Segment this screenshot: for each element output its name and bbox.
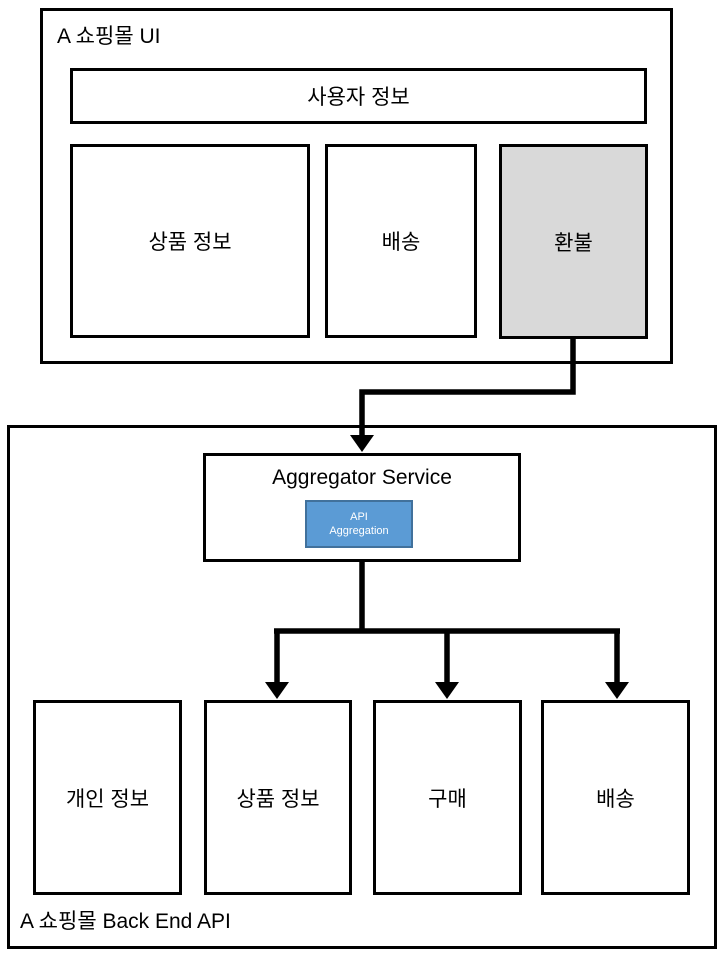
node-user-info-label: 사용자 정보 [307, 86, 410, 109]
node-delivery-api-label: 배송 [596, 787, 635, 811]
node-purchase-api: 구매 [373, 700, 522, 895]
node-refund-highlighted: 환불 [499, 144, 648, 339]
node-personal-info-api: 개인 정보 [33, 700, 182, 895]
node-delivery-ui: 배송 [325, 144, 477, 338]
api-aggregation-badge-line2: Aggregation [329, 525, 389, 537]
node-product-info-api-label: 상품 정보 [236, 787, 320, 811]
aggregator-service-title: Aggregator Service [272, 466, 452, 489]
api-aggregation-badge-line1: API [350, 511, 368, 523]
node-refund-label: 환불 [554, 231, 593, 255]
node-product-info-ui-label: 상품 정보 [148, 231, 232, 254]
node-product-info-api: 상품 정보 [204, 700, 352, 895]
node-user-info: 사용자 정보 [70, 68, 647, 124]
node-delivery-ui-label: 배송 [381, 231, 421, 254]
node-personal-info-label: 개인 정보 [65, 787, 150, 811]
api-aggregation-badge: API Aggregation [305, 500, 413, 548]
node-delivery-api: 배송 [541, 700, 690, 895]
node-product-info-ui: 상품 정보 [70, 144, 310, 338]
node-purchase-label: 구매 [428, 787, 467, 811]
ui-panel-title: A 쇼핑몰 UI [57, 25, 161, 48]
backend-panel-title: A 쇼핑몰 Back End API [20, 910, 231, 933]
